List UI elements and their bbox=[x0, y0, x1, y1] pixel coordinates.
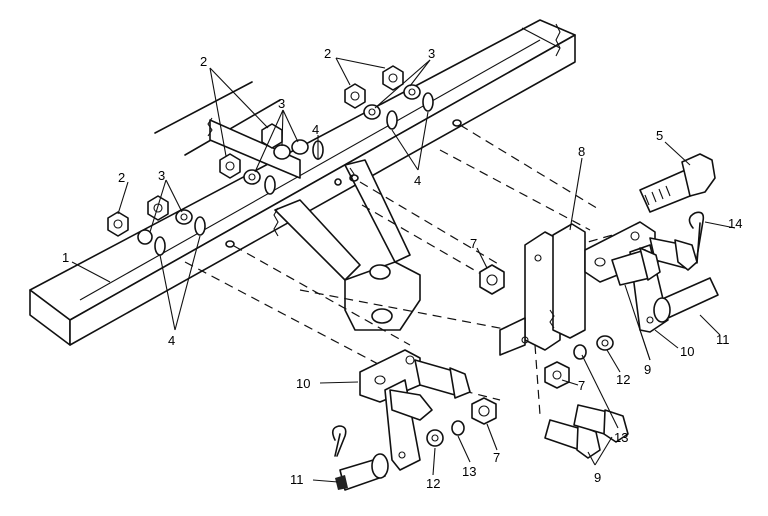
label-14: 14 bbox=[728, 216, 742, 231]
pin-11-right bbox=[653, 211, 719, 323]
label-10: 10 bbox=[680, 344, 694, 359]
label-10: 10 bbox=[296, 376, 310, 391]
label-12: 12 bbox=[426, 476, 440, 491]
label-4: 4 bbox=[168, 333, 175, 348]
frame-tube bbox=[29, 19, 576, 346]
label-13: 13 bbox=[462, 464, 476, 479]
bolt-5 bbox=[639, 153, 716, 213]
part-labels: 1 2 2 2 3 3 3 4 4 4 5 7 7 7 8 9 9 10 10 … bbox=[62, 46, 742, 491]
hardware-top bbox=[344, 65, 434, 130]
label-4: 4 bbox=[312, 122, 319, 137]
label-7: 7 bbox=[493, 450, 500, 465]
left-bracket-10 bbox=[359, 349, 471, 471]
label-3: 3 bbox=[158, 168, 165, 183]
vertical-plates-8 bbox=[499, 223, 586, 356]
hardware-mid bbox=[219, 123, 324, 195]
nut-7-center bbox=[479, 264, 505, 295]
label-11: 11 bbox=[716, 332, 730, 347]
center-hitch-bracket bbox=[273, 159, 421, 331]
label-7: 7 bbox=[470, 236, 477, 251]
tube-holes bbox=[225, 119, 462, 248]
label-9: 9 bbox=[594, 470, 601, 485]
label-12: 12 bbox=[616, 372, 630, 387]
label-5: 5 bbox=[656, 128, 663, 143]
rear-crossbar bbox=[154, 81, 301, 179]
bolts-9 bbox=[544, 404, 629, 459]
label-4: 4 bbox=[414, 173, 421, 188]
pin-11-left bbox=[331, 425, 389, 491]
label-1: 1 bbox=[62, 250, 69, 265]
leader-lines bbox=[71, 57, 736, 483]
label-3: 3 bbox=[278, 96, 285, 111]
label-3: 3 bbox=[428, 46, 435, 61]
assembly-dashed-lines bbox=[184, 124, 631, 416]
label-13: 13 bbox=[614, 430, 628, 445]
label-9: 9 bbox=[644, 362, 651, 377]
hardware-left bbox=[107, 195, 206, 256]
label-2: 2 bbox=[118, 170, 125, 185]
label-7: 7 bbox=[578, 378, 585, 393]
label-8: 8 bbox=[578, 144, 585, 159]
label-2: 2 bbox=[324, 46, 331, 61]
label-11: 11 bbox=[290, 472, 304, 487]
washers-12-13-7-bottom bbox=[426, 397, 497, 447]
right-bracket-bolts bbox=[611, 237, 698, 286]
label-2: 2 bbox=[200, 54, 207, 69]
